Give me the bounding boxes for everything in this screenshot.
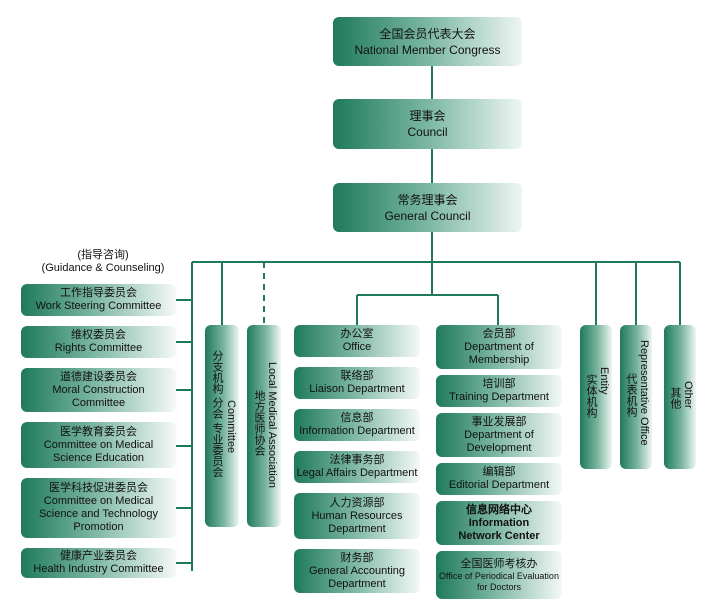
entity-box bbox=[580, 325, 612, 469]
department-en: Department of Development bbox=[464, 428, 534, 454]
general-council-zh: 常务理事会 bbox=[397, 192, 458, 207]
committee-en: Committee on Medical Science and Technol… bbox=[38, 495, 159, 533]
other-zh: 其他 bbox=[669, 387, 681, 409]
department-box: 会员部 Department of Membership bbox=[436, 325, 562, 369]
department-zh: 培训部 bbox=[482, 378, 516, 390]
general-council-en: General Council bbox=[384, 208, 471, 223]
department-zh: 办公室 bbox=[340, 328, 374, 340]
entity-zh: 实体机构 bbox=[585, 374, 597, 418]
department-en: Office of Periodical Evaluation for Doct… bbox=[439, 570, 559, 592]
department-zh: 财务部 bbox=[340, 551, 374, 564]
department-en: Training Department bbox=[449, 391, 549, 403]
department-box: 信息网络中心 Information Network Center bbox=[436, 501, 562, 545]
department-box: 编辑部 Editorial Department bbox=[436, 463, 562, 495]
department-box: 人力资源部 Human Resources Department bbox=[294, 493, 420, 539]
department-en: Information Network Center bbox=[458, 516, 540, 542]
representative-office-en: Representative Office bbox=[638, 340, 650, 446]
local-association-en: Local Medical Association bbox=[266, 362, 278, 488]
committee-zh: 维权委员会 bbox=[71, 329, 126, 341]
committee-zh: 医学科技促进委员会 bbox=[49, 482, 148, 494]
council-zh: 理事会 bbox=[409, 109, 446, 123]
department-box: 培训部 Training Department bbox=[436, 375, 562, 407]
committee-box: 健康产业委员会 Health Industry Committee bbox=[21, 548, 176, 578]
committee-box: 道德建设委员会 Moral Construction Committee bbox=[21, 368, 176, 412]
department-zh: 编辑部 bbox=[482, 466, 516, 478]
council-en: Council bbox=[407, 125, 448, 139]
department-en: Liaison Department bbox=[309, 383, 405, 395]
department-en: Department of Membership bbox=[464, 340, 534, 366]
department-zh: 事业发展部 bbox=[471, 415, 527, 428]
department-zh: 信息部 bbox=[340, 412, 374, 424]
department-box: 法律事务部 Legal Affairs Department bbox=[294, 451, 420, 483]
committee-en: Work Steering Committee bbox=[35, 300, 162, 312]
department-en: Legal Affairs Department bbox=[296, 467, 418, 479]
branch-committee-box bbox=[205, 325, 239, 527]
congress-zh: 全国会员代表大会 bbox=[379, 26, 476, 41]
committee-en: Rights Committee bbox=[54, 342, 143, 354]
department-en: Human Resources Department bbox=[311, 509, 403, 535]
congress-box: 全国会员代表大会 National Member Congress bbox=[333, 17, 522, 66]
guidance-header: (指导咨询) (Guidance & Counseling) bbox=[18, 246, 188, 274]
department-en: Information Department bbox=[299, 425, 415, 437]
other-box bbox=[664, 325, 696, 469]
department-zh: 人力资源部 bbox=[329, 496, 385, 509]
committee-zh: 工作指导委员会 bbox=[60, 287, 137, 299]
committee-en: Committee on Medical Science Education bbox=[43, 438, 154, 464]
committee-box: 医学科技促进委员会 Committee on Medical Science a… bbox=[21, 478, 176, 538]
council-box: 理事会 Council bbox=[333, 99, 522, 149]
committee-box: 医学教育委员会 Committee on Medical Science Edu… bbox=[21, 422, 176, 468]
committee-zh: 道德建设委员会 bbox=[60, 370, 137, 383]
department-en: General Accounting Department bbox=[308, 564, 405, 590]
department-en: Editorial Department bbox=[448, 479, 550, 491]
committee-en: Health Industry Committee bbox=[33, 563, 164, 575]
department-box: 办公室 Office bbox=[294, 325, 420, 357]
department-zh: 联络部 bbox=[340, 370, 374, 382]
department-en: Office bbox=[342, 341, 372, 353]
local-association-zh: 地方医师协会 bbox=[253, 390, 265, 456]
representative-office-zh: 代表机构 bbox=[625, 373, 637, 417]
department-zh: 会员部 bbox=[482, 327, 516, 340]
branch-committee-en: Committee bbox=[225, 400, 237, 454]
department-box: 联络部 Liaison Department bbox=[294, 367, 420, 399]
other-en: Other bbox=[682, 381, 694, 409]
guidance-header-en: (Guidance & Counseling) bbox=[41, 262, 165, 274]
representative-office-box bbox=[620, 325, 652, 469]
department-box: 财务部 General Accounting Department bbox=[294, 549, 420, 593]
branch-committee-zh: 分支机构 分会 专业委员会 bbox=[211, 350, 223, 478]
general-council-box: 常务理事会 General Council bbox=[333, 183, 522, 232]
department-box: 事业发展部 Department of Development bbox=[436, 413, 562, 457]
congress-en: National Member Congress bbox=[354, 42, 501, 57]
department-zh: 全国医师考核办 bbox=[460, 557, 538, 570]
committee-zh: 健康产业委员会 bbox=[60, 550, 137, 562]
department-box: 全国医师考核办 Office of Periodical Evaluation … bbox=[436, 551, 562, 599]
department-box: 信息部 Information Department bbox=[294, 409, 420, 441]
committee-box: 工作指导委员会 Work Steering Committee bbox=[21, 284, 176, 316]
department-zh: 法律事务部 bbox=[329, 454, 385, 466]
committee-box: 维权委员会 Rights Committee bbox=[21, 326, 176, 358]
department-zh: 信息网络中心 bbox=[466, 503, 532, 516]
local-association-box bbox=[247, 325, 281, 527]
guidance-header-zh: (指导咨询) bbox=[77, 249, 129, 261]
committee-zh: 医学教育委员会 bbox=[60, 425, 137, 438]
entity-en: Entity bbox=[598, 367, 610, 395]
committee-en: Moral Construction Committee bbox=[52, 383, 145, 409]
